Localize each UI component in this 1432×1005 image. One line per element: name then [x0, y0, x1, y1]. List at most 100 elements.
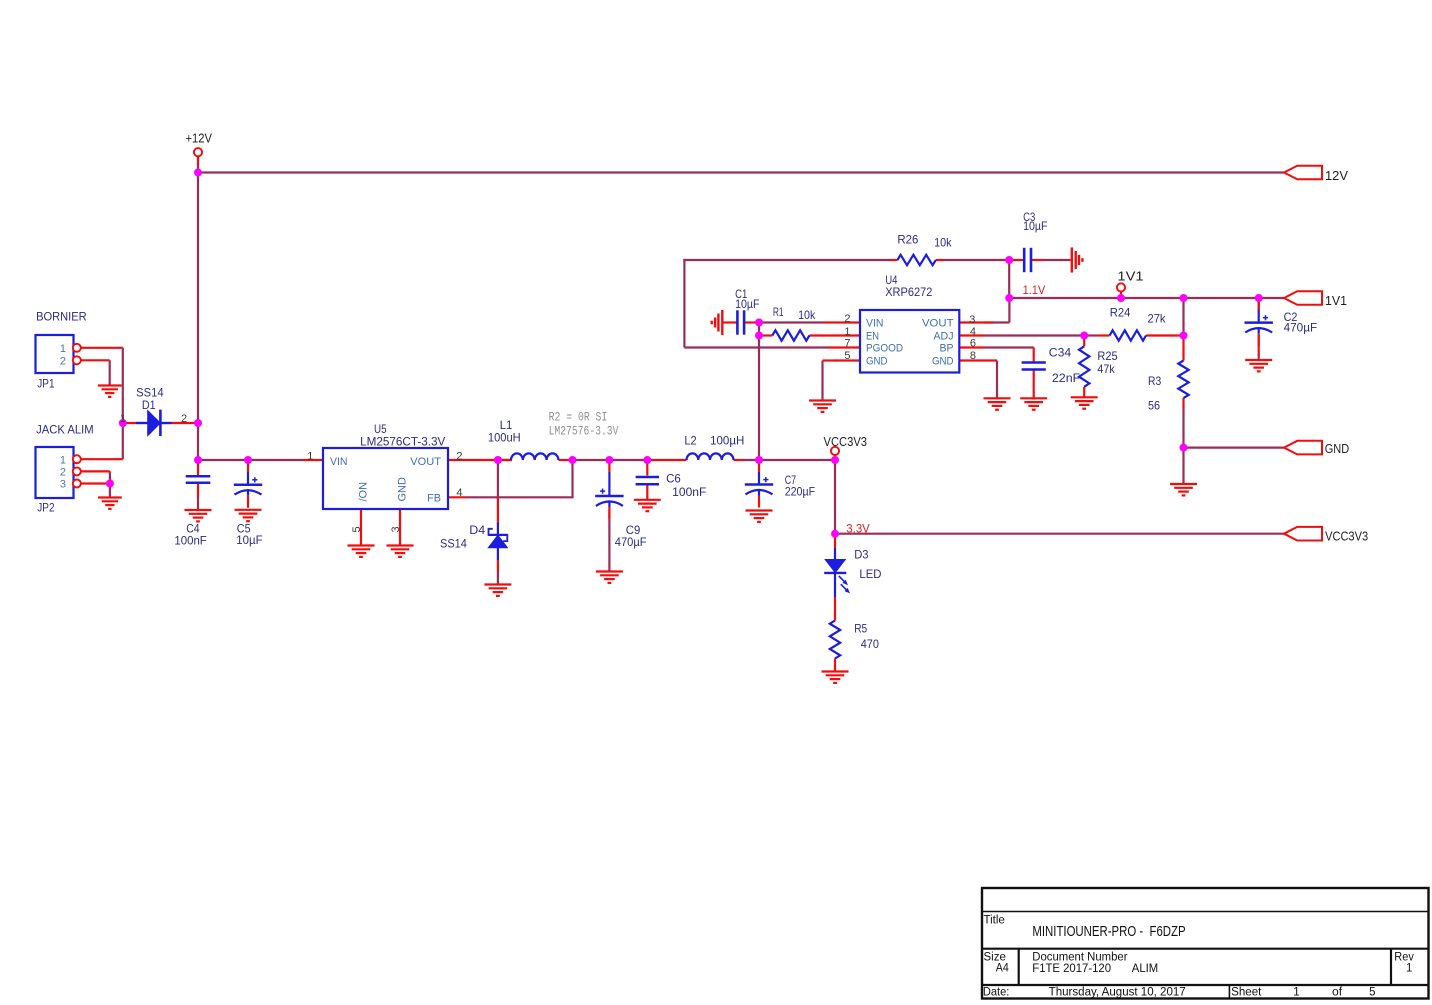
- svg-text:2: 2: [60, 467, 66, 479]
- svg-text:Document Number: Document Number: [1032, 951, 1127, 963]
- svg-text:C3: C3: [1023, 210, 1035, 224]
- svg-text:EN: EN: [866, 331, 879, 343]
- svg-text:R24: R24: [1110, 306, 1131, 320]
- svg-text:1V1: 1V1: [1325, 294, 1347, 308]
- svg-text:1V1: 1V1: [1117, 270, 1143, 284]
- svg-text:Size: Size: [984, 951, 1006, 963]
- svg-text:R2 = 0R SI: R2 = 0R SI: [549, 411, 608, 425]
- svg-text:4: 4: [970, 326, 976, 338]
- svg-text:4: 4: [456, 487, 462, 499]
- svg-text:3: 3: [969, 314, 975, 326]
- svg-text:GND: GND: [1325, 442, 1350, 456]
- svg-text:Title: Title: [984, 914, 1005, 926]
- svg-text:3: 3: [60, 479, 66, 491]
- svg-text:1: 1: [120, 413, 126, 425]
- svg-text:1: 1: [844, 326, 850, 338]
- svg-text:GND: GND: [397, 477, 409, 502]
- svg-text:R3: R3: [1148, 374, 1161, 388]
- svg-text:of: of: [1332, 986, 1343, 998]
- svg-text:5: 5: [844, 350, 850, 362]
- svg-text:1: 1: [60, 454, 66, 466]
- svg-text:VCC3V3: VCC3V3: [824, 435, 868, 449]
- svg-text:C6: C6: [666, 472, 681, 486]
- svg-text:470µF: 470µF: [1284, 321, 1318, 335]
- svg-text:100nF: 100nF: [174, 533, 206, 547]
- svg-text:JACK ALIM: JACK ALIM: [36, 422, 94, 436]
- svg-text:F1TE 2017-120: F1TE 2017-120: [1032, 963, 1111, 975]
- svg-text:R25: R25: [1097, 349, 1118, 363]
- svg-text:ALIM: ALIM: [1132, 963, 1158, 975]
- svg-text:GND: GND: [866, 356, 888, 368]
- svg-text:2: 2: [60, 355, 66, 367]
- svg-text:12V: 12V: [1325, 169, 1349, 183]
- svg-text:LM2576CT-3.3V: LM2576CT-3.3V: [360, 435, 445, 449]
- svg-text:1.1V: 1.1V: [1023, 283, 1046, 297]
- svg-text:5: 5: [1369, 986, 1375, 998]
- svg-text:D1: D1: [142, 398, 156, 412]
- svg-text:GND: GND: [932, 356, 954, 368]
- svg-text:L1: L1: [500, 418, 513, 432]
- svg-text:C34: C34: [1049, 346, 1072, 360]
- svg-text:MINITIOUNER-PRO - F6DZP: MINITIOUNER-PRO - F6DZP: [1032, 923, 1185, 940]
- svg-text:BP: BP: [940, 343, 954, 355]
- svg-text:R1: R1: [773, 305, 784, 319]
- svg-text:+12V: +12V: [186, 132, 213, 146]
- svg-text:10µF: 10µF: [1023, 219, 1047, 233]
- svg-text:47k: 47k: [1097, 362, 1115, 376]
- svg-text:Rev: Rev: [1394, 951, 1414, 963]
- svg-text:SS14: SS14: [136, 386, 164, 400]
- svg-text:R5: R5: [854, 622, 867, 636]
- svg-text:2: 2: [844, 313, 850, 325]
- svg-text:D3: D3: [854, 547, 869, 561]
- svg-text:C9: C9: [626, 523, 641, 537]
- svg-text:220µF: 220µF: [785, 484, 815, 498]
- svg-text:BORNIER: BORNIER: [36, 310, 87, 324]
- svg-text:VCC3V3: VCC3V3: [1325, 530, 1368, 544]
- svg-text:VIN: VIN: [866, 318, 884, 330]
- svg-text:LM27576-3.3V: LM27576-3.3V: [549, 425, 619, 439]
- svg-text:U5: U5: [374, 422, 387, 436]
- svg-text:LED: LED: [859, 567, 881, 581]
- svg-text:100uH: 100uH: [488, 430, 521, 444]
- svg-text:7: 7: [844, 338, 850, 350]
- svg-text:10k: 10k: [934, 236, 952, 250]
- svg-text:5: 5: [351, 526, 363, 532]
- svg-text:VIN: VIN: [330, 456, 348, 468]
- svg-text:10µF: 10µF: [236, 533, 262, 547]
- svg-text:Thursday, August 10, 2017: Thursday, August 10, 2017: [1049, 986, 1186, 998]
- svg-text:VOUT: VOUT: [410, 456, 441, 468]
- svg-text:C7: C7: [785, 473, 797, 487]
- svg-text:R26: R26: [897, 233, 918, 247]
- svg-text:VOUT: VOUT: [922, 318, 954, 330]
- svg-text:Date:: Date:: [983, 986, 1010, 998]
- svg-text:SS14: SS14: [440, 536, 467, 550]
- svg-text:1: 1: [307, 450, 313, 462]
- svg-text:D4: D4: [469, 523, 485, 537]
- svg-text:C5: C5: [237, 521, 251, 535]
- svg-text:3.3V: 3.3V: [846, 522, 870, 536]
- svg-text:1: 1: [1406, 962, 1412, 974]
- svg-text:8: 8: [970, 350, 976, 362]
- svg-text:XRP6272: XRP6272: [885, 285, 932, 299]
- svg-text:Sheet: Sheet: [1231, 986, 1262, 998]
- svg-text:FB: FB: [427, 493, 441, 505]
- svg-text:PGOOD: PGOOD: [866, 343, 903, 355]
- svg-text:470: 470: [861, 637, 879, 651]
- svg-text:A4: A4: [996, 963, 1010, 975]
- svg-text:JP1: JP1: [37, 376, 54, 390]
- svg-text:C2: C2: [1284, 310, 1298, 324]
- svg-text:2: 2: [181, 413, 187, 425]
- svg-text:1: 1: [1293, 986, 1299, 998]
- svg-text:JP2: JP2: [37, 501, 54, 515]
- svg-text:10µF: 10µF: [735, 297, 759, 311]
- svg-text:100µH: 100µH: [710, 434, 744, 448]
- svg-text:22nF: 22nF: [1052, 371, 1080, 385]
- svg-text:ADJ: ADJ: [934, 331, 954, 343]
- svg-text:U4: U4: [885, 273, 897, 287]
- svg-text:C1: C1: [735, 287, 747, 301]
- svg-text:56: 56: [1148, 398, 1160, 412]
- svg-text:/ON: /ON: [358, 482, 370, 502]
- svg-text:100nF: 100nF: [672, 485, 706, 499]
- svg-text:L2: L2: [684, 434, 697, 448]
- svg-text:1: 1: [60, 343, 66, 355]
